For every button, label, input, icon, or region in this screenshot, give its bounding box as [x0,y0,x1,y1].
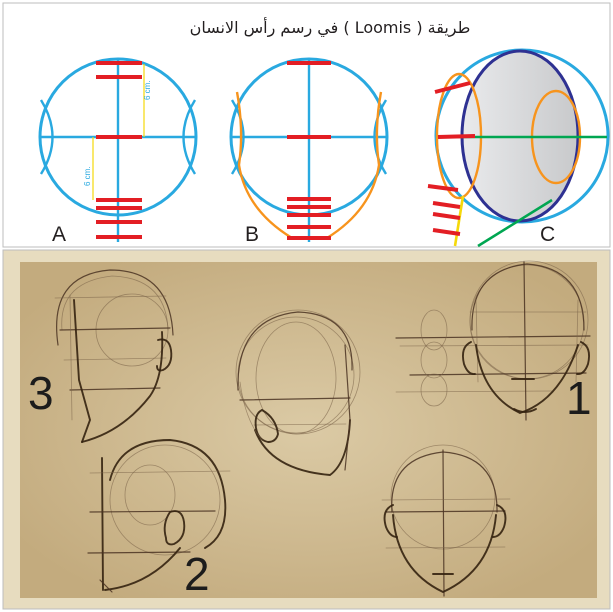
ear [254,409,279,443]
diagram-label-c: C [540,223,555,246]
head-sketch-front-center [381,444,511,597]
nose-line [409,372,587,376]
side-plane-line [575,299,579,383]
red-marker-bar [427,184,459,192]
diagram-label-b: B [245,223,259,246]
jaw-line [104,547,181,591]
brow-line [395,335,591,339]
jaw-line [254,419,351,476]
side-plane-line [475,299,479,383]
diagram-label-a: A [52,223,66,246]
guide-line [381,498,511,501]
brow-line [239,397,351,401]
sketch-number-1: 1 [566,372,592,424]
left-side-plane [39,99,54,175]
cranium-outline [471,263,585,331]
sketch-number-2: 2 [184,548,210,600]
chin-mark [513,408,537,413]
head-sketch-three-quarter [54,269,174,443]
brow-line [89,510,216,513]
cranium-outline [109,439,227,549]
red-marker-bar [432,212,461,220]
jaw-axis-line [477,198,553,248]
nose-line [69,387,161,391]
head-sketch-rear-view [235,309,361,476]
figure-title: طريقة ( Loomis ) في رسم رأس الانسان [190,17,471,38]
guide-line [89,470,231,474]
brow-line [59,327,171,331]
red-marker-bar [437,134,476,139]
face-profile-line [344,344,351,471]
head-sketch-front-right [395,260,591,421]
cranium-guide [124,464,176,526]
right-side-plane [373,99,388,175]
nose-line [87,551,191,554]
right-side-plane [182,99,197,175]
guide-line [253,423,347,426]
face-plane-line [101,457,104,591]
guide-line [54,295,167,299]
face-plane-line [69,294,73,421]
head-sketch-profile [87,439,231,593]
guide-line [63,357,167,361]
chin-mark [99,579,113,593]
ear-left [383,504,398,538]
measurement-label-top: 6 cm. [143,80,152,100]
red-marker-bar [432,201,461,209]
sketch-number-3: 3 [28,367,54,419]
center-line [523,261,527,421]
diagram-a: 6 cm. 6 cm. A [38,57,198,246]
red-marker-bar [434,81,471,94]
jaw-line-right [326,91,383,240]
ear [163,510,186,546]
neck-line [239,381,263,441]
cranium-outline [237,311,353,391]
measurement-label-bottom: 6 cm. [83,166,92,186]
center-line [442,449,445,597]
jaw-line [81,331,164,443]
cranium-outline [56,269,174,346]
diagram-b: B [229,57,389,246]
red-marker-bar [432,228,461,236]
ear [156,338,173,372]
diagram-c: C [427,48,610,248]
cranium-outline [61,275,169,331]
side-plane-study [420,341,448,379]
guide-line [399,344,589,347]
cranium-guide [390,444,496,550]
brow-line [385,510,506,513]
left-side-plane [230,99,245,175]
jaw-line [392,514,497,594]
ear-right [492,504,507,538]
nose-line [385,546,506,549]
side-plane-study [420,309,448,351]
cranium-guide [109,444,221,556]
cranium-guide [255,321,337,435]
jaw-line [475,344,579,415]
ear-left [461,341,476,376]
side-plane-study [420,373,448,407]
ear-right [576,341,591,376]
face-axis-line [453,195,465,247]
jaw-line-left [235,91,293,240]
face-profile-line [73,299,91,443]
